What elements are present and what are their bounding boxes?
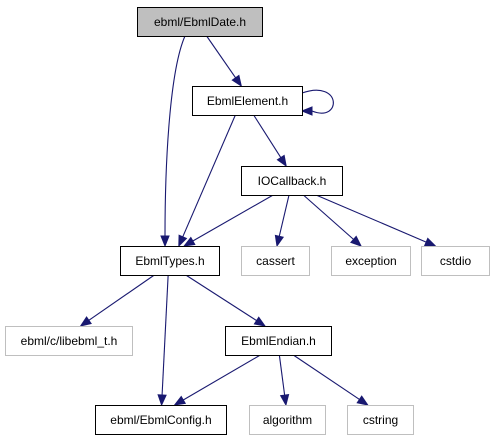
node-cassert: cassert bbox=[241, 246, 310, 276]
node-label: IOCallback.h bbox=[258, 174, 327, 188]
node-iocallback-h[interactable]: IOCallback.h bbox=[241, 166, 343, 196]
node-label: cstring bbox=[363, 413, 398, 427]
edge-ebmldate-to-ebmltypes bbox=[160, 35, 186, 248]
arrowhead bbox=[253, 316, 267, 327]
edge-line bbox=[164, 35, 186, 237]
node-cstring: cstring bbox=[347, 405, 414, 435]
node-label: ebml/EbmlConfig.h bbox=[110, 413, 211, 427]
node-ebmltypes-h[interactable]: EbmlTypes.h bbox=[120, 246, 220, 276]
node-ebml-ebmldate-h[interactable]: ebml/EbmlDate.h bbox=[137, 7, 263, 37]
arrowhead bbox=[160, 235, 170, 248]
node-box bbox=[331, 246, 411, 276]
node-box bbox=[347, 405, 414, 435]
edge-line bbox=[315, 194, 427, 243]
node-box bbox=[5, 326, 133, 356]
node-box bbox=[421, 246, 490, 276]
edge-line bbox=[88, 274, 155, 321]
edges-layer bbox=[79, 35, 437, 407]
node-box bbox=[120, 246, 220, 276]
node-label: EbmlElement.h bbox=[207, 94, 288, 108]
node-label: EbmlEndian.h bbox=[241, 334, 316, 348]
arrowhead bbox=[276, 154, 287, 168]
edge-line bbox=[302, 194, 354, 240]
arrowhead bbox=[178, 234, 188, 248]
arrowhead bbox=[173, 395, 187, 406]
edge-line bbox=[182, 114, 236, 238]
edge-ebmldate-to-ebmlelement bbox=[206, 35, 243, 88]
edge-line bbox=[278, 194, 290, 237]
edge-line bbox=[161, 274, 169, 396]
node-box bbox=[225, 326, 332, 356]
arrowhead bbox=[300, 106, 313, 116]
node-box bbox=[241, 166, 343, 196]
arrowhead bbox=[274, 234, 285, 248]
node-ebml-c-libebml-t-h: ebml/c/libebml_t.h bbox=[5, 326, 133, 356]
edge-ebmlendian-to-algorithm bbox=[278, 354, 290, 407]
node-label: EbmlTypes.h bbox=[135, 254, 204, 268]
arrowhead bbox=[350, 235, 363, 247]
node-label: ebml/c/libebml_t.h bbox=[21, 334, 118, 348]
edge-line bbox=[301, 89, 334, 114]
node-box bbox=[192, 86, 303, 116]
edge-ebmlelement-to-ebmltypes bbox=[178, 114, 236, 248]
node-exception: exception bbox=[331, 246, 411, 276]
node-ebml-ebmlconfig-h[interactable]: ebml/EbmlConfig.h bbox=[95, 405, 227, 435]
edge-line bbox=[182, 354, 261, 401]
edge-ebmltypes-to-ebmlconfig bbox=[157, 274, 169, 407]
nodes-layer: ebml/EbmlDate.hEbmlElement.hIOCallback.h… bbox=[5, 7, 490, 435]
edge-line bbox=[253, 114, 282, 158]
node-box bbox=[241, 246, 310, 276]
node-box bbox=[249, 405, 326, 435]
edge-iocallback-to-cstdio bbox=[315, 194, 437, 247]
node-box bbox=[137, 7, 263, 37]
node-cstdio: cstdio bbox=[421, 246, 490, 276]
edge-iocallback-to-exception bbox=[302, 194, 363, 247]
node-ebmlelement-h[interactable]: EbmlElement.h bbox=[192, 86, 303, 116]
node-ebmlendian-h[interactable]: EbmlEndian.h bbox=[225, 326, 332, 356]
node-label: exception bbox=[345, 254, 396, 268]
edge-line bbox=[292, 354, 360, 400]
arrowhead bbox=[279, 393, 290, 407]
edge-ebmlendian-to-ebmlconfig bbox=[173, 354, 261, 406]
edge-ebmltypes-to-ebmlendian bbox=[185, 274, 267, 327]
edge-ebmltypes-to-libebml_t bbox=[79, 274, 155, 327]
edge-ebmlendian-to-cstring bbox=[292, 354, 369, 406]
edge-line bbox=[185, 274, 257, 322]
edge-line bbox=[206, 35, 237, 79]
node-label: cstdio bbox=[440, 254, 472, 268]
arrowhead bbox=[157, 394, 167, 407]
node-box bbox=[95, 405, 227, 435]
node-label: cassert bbox=[256, 254, 295, 268]
edge-ebmlelement-to-ebmlelement bbox=[300, 89, 334, 116]
edge-iocallback-to-ebmltypes bbox=[182, 194, 274, 247]
node-label: ebml/EbmlDate.h bbox=[154, 15, 246, 29]
arrowhead bbox=[356, 395, 369, 406]
edge-ebmlelement-to-iocallback bbox=[253, 114, 287, 168]
arrowhead bbox=[79, 316, 92, 327]
arrowhead bbox=[182, 236, 196, 247]
arrowhead bbox=[231, 74, 243, 88]
edge-iocallback-to-cassert bbox=[274, 194, 290, 248]
edge-line bbox=[278, 354, 286, 396]
edge-line bbox=[192, 194, 274, 242]
node-label: algorithm bbox=[263, 413, 312, 427]
node-algorithm: algorithm bbox=[249, 405, 326, 435]
arrowhead bbox=[423, 237, 437, 247]
